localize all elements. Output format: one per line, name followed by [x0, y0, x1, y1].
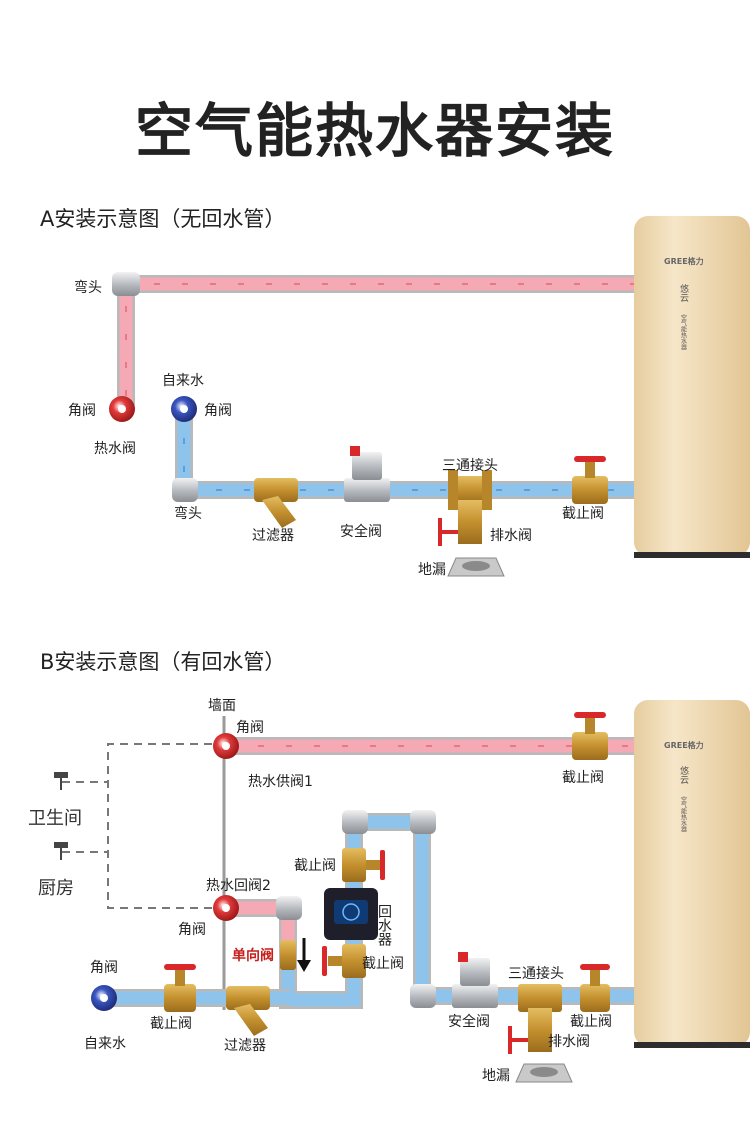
b-tank-subtitle: 空气能热水器	[680, 795, 687, 833]
a-tank-subtitle: 空气能热水器	[680, 313, 687, 351]
b-elbow-3	[410, 810, 436, 834]
b-label-wall: 墙面	[208, 698, 236, 714]
b-label-hot-return-valve: 热水回阀2	[206, 878, 271, 894]
b-elbow-2	[342, 810, 368, 834]
b-check-valve	[280, 940, 296, 970]
b-stop-valve-right	[580, 964, 610, 1012]
a-elbow-bottom	[172, 478, 198, 502]
b-return-pump	[324, 888, 378, 940]
a-cold-pipe	[175, 410, 636, 499]
b-label-angle-valve-mid: 角阀	[178, 922, 206, 938]
b-filter	[226, 986, 270, 1036]
b-label-tee: 三通接头	[508, 965, 564, 982]
b-label-tap-water: 自来水	[84, 1036, 126, 1052]
b-safety-valve	[452, 952, 498, 1008]
b-cold-angle-valve	[91, 985, 117, 1011]
b-label-return-pump: 回水器	[376, 904, 392, 946]
b-label-kitchen: 厨房	[38, 878, 74, 899]
b-label-stop-valve-right: 截止阀	[570, 1014, 612, 1030]
a-tank-model: 悠云	[678, 283, 689, 303]
diagram-a-heading: A安装示意图（无回水管）	[40, 207, 286, 231]
b-bathroom-shower-icon	[54, 772, 68, 790]
a-drain-valve	[438, 518, 458, 546]
a-label-safety-valve: 安全阀	[340, 523, 382, 540]
b-hot-supply-angle-valve	[213, 733, 239, 759]
b-kitchen-shower-icon	[54, 842, 68, 860]
b-dashed-loop	[62, 743, 212, 909]
a-label-tee: 三通接头	[442, 457, 498, 474]
a-label-tap-water: 自来水	[162, 373, 204, 389]
b-check-valve-arrow-icon	[297, 938, 311, 972]
b-label-floor-drain: 地漏	[482, 1068, 510, 1084]
b-label-angle-valve-top: 角阀	[236, 720, 264, 736]
b-label-stop-valve-left: 截止阀	[150, 1016, 192, 1032]
b-label-stop-valve-pump-top: 截止阀	[294, 858, 336, 874]
b-tank-brand: GREE格力	[664, 740, 704, 750]
diagram-b-heading: B安装示意图（有回水管）	[40, 650, 286, 674]
b-label-filter: 过滤器	[224, 1038, 266, 1054]
a-label-elbow-top: 弯头	[74, 279, 102, 296]
page-title: 空气能热水器安装	[134, 97, 615, 165]
a-label-angle-valve-right: 角阀	[204, 403, 232, 419]
b-label-hot-supply-valve: 热水供阀1	[248, 774, 313, 790]
b-stop-valve-pump-top	[342, 848, 385, 882]
a-label-angle-valve-left: 角阀	[68, 403, 96, 419]
b-stop-valve-top	[572, 712, 608, 760]
b-floor-drain	[515, 1063, 573, 1083]
b-label-safety-valve: 安全阀	[448, 1013, 490, 1030]
a-label-elbow-bottom: 弯头	[174, 505, 202, 522]
b-drain-valve	[508, 1026, 528, 1054]
b-tee	[518, 984, 562, 1052]
b-elbow-1	[276, 896, 302, 920]
a-label-floor-drain: 地漏	[418, 562, 446, 578]
a-hot-angle-valve	[109, 396, 135, 422]
a-tank-brand: GREE格力	[664, 256, 704, 266]
a-cold-angle-valve	[171, 396, 197, 422]
b-stop-valve-left	[164, 964, 196, 1012]
b-label-drain-valve: 排水阀	[548, 1034, 590, 1050]
a-floor-drain	[447, 557, 505, 577]
a-filter	[254, 478, 298, 528]
b-label-stop-valve-pump-bottom: 截止阀	[362, 956, 404, 972]
a-elbow-top	[112, 272, 140, 296]
a-safety-valve	[344, 446, 390, 502]
b-elbow-4	[410, 984, 436, 1008]
a-stop-valve	[572, 456, 608, 504]
a-tee	[448, 470, 492, 544]
b-label-stop-valve-top: 截止阀	[562, 770, 604, 786]
b-label-bathroom: 卫生间	[28, 808, 82, 829]
a-label-stop-valve: 截止阀	[562, 506, 604, 522]
b-label-angle-valve-left: 角阀	[90, 960, 118, 976]
b-stop-valve-pump-bottom	[322, 944, 366, 978]
b-hot-return-angle-valve	[213, 895, 239, 921]
a-label-hot-water-valve: 热水阀	[94, 441, 136, 457]
a-water-tank: GREE格力 悠云 空气能热水器	[634, 216, 750, 558]
b-tank-model: 悠云	[678, 765, 689, 785]
b-water-tank: GREE格力 悠云 空气能热水器	[634, 700, 750, 1048]
a-label-drain-valve: 排水阀	[490, 528, 532, 544]
a-label-filter: 过滤器	[252, 528, 294, 544]
b-label-check-valve: 单向阀	[232, 947, 274, 964]
